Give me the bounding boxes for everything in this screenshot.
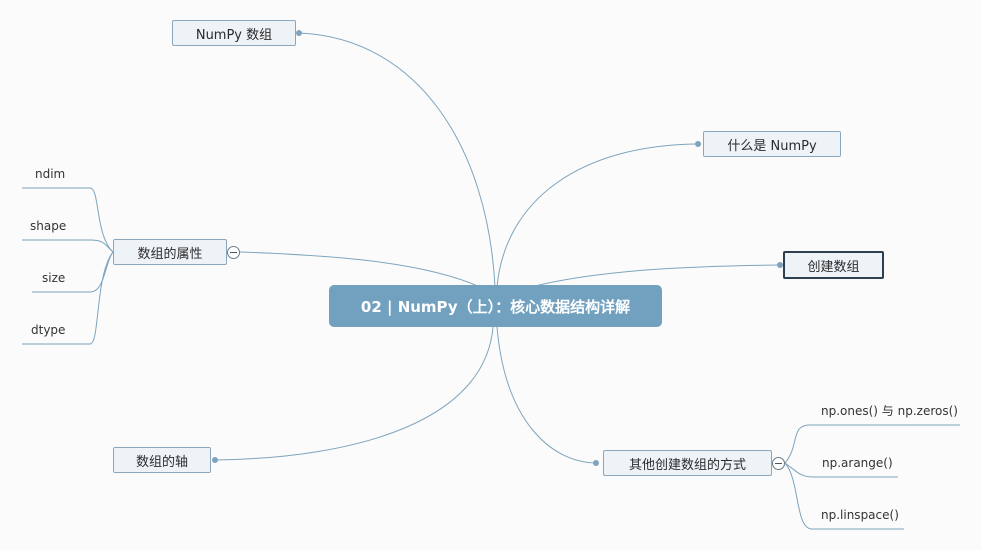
edge-leaf-arange <box>784 462 898 478</box>
edge-array-axes <box>214 326 494 461</box>
leaf-shape[interactable]: shape <box>30 219 67 233</box>
edge-numpy-arrays <box>298 32 496 288</box>
edge-dot-array-axes <box>212 457 218 463</box>
topic-create-arrays[interactable]: 创建数组 <box>783 251 884 279</box>
edge-leaf-linspace <box>784 462 904 530</box>
edge-dot-what-is-numpy <box>695 141 701 147</box>
leaf-dtype[interactable]: dtype <box>31 323 66 337</box>
central-topic[interactable]: 02 | NumPy（上）：核心数据结构详解 <box>329 285 662 327</box>
leaf-linspace[interactable]: np.linspace() <box>821 508 899 522</box>
edge-dot-create-arrays <box>777 262 783 268</box>
leaf-size[interactable]: size <box>42 271 66 285</box>
edge-leaf-ndim <box>22 187 114 253</box>
edge-other-creation <box>496 326 597 464</box>
edge-create-arrays <box>534 264 781 287</box>
edge-dot-other-creation <box>593 460 599 466</box>
leaf-ndim[interactable]: ndim <box>35 167 66 181</box>
edge-leaf-dtype <box>22 251 114 345</box>
topic-array-attributes[interactable]: 数组的属性 <box>113 239 227 265</box>
edge-dot-numpy-arrays <box>296 30 302 36</box>
edge-array-attributes <box>239 251 481 288</box>
topic-numpy-arrays[interactable]: NumPy 数组 <box>172 20 296 46</box>
topic-other-creation[interactable]: 其他创建数组的方式 <box>603 450 772 476</box>
edge-leaf-shape <box>22 239 114 253</box>
leaf-arange[interactable]: np.arange() <box>822 456 893 470</box>
leaf-ones-zeros[interactable]: np.ones() 与 np.zeros() <box>821 404 958 418</box>
collapse-other-creation-icon[interactable] <box>772 457 785 470</box>
topic-what-is-numpy[interactable]: 什么是 NumPy <box>703 131 841 157</box>
topic-array-axes[interactable]: 数组的轴 <box>113 447 211 473</box>
edge-leaf-ones-zeros <box>784 424 960 464</box>
edge-what-is-numpy <box>496 143 699 288</box>
collapse-attributes-icon[interactable] <box>227 246 240 259</box>
